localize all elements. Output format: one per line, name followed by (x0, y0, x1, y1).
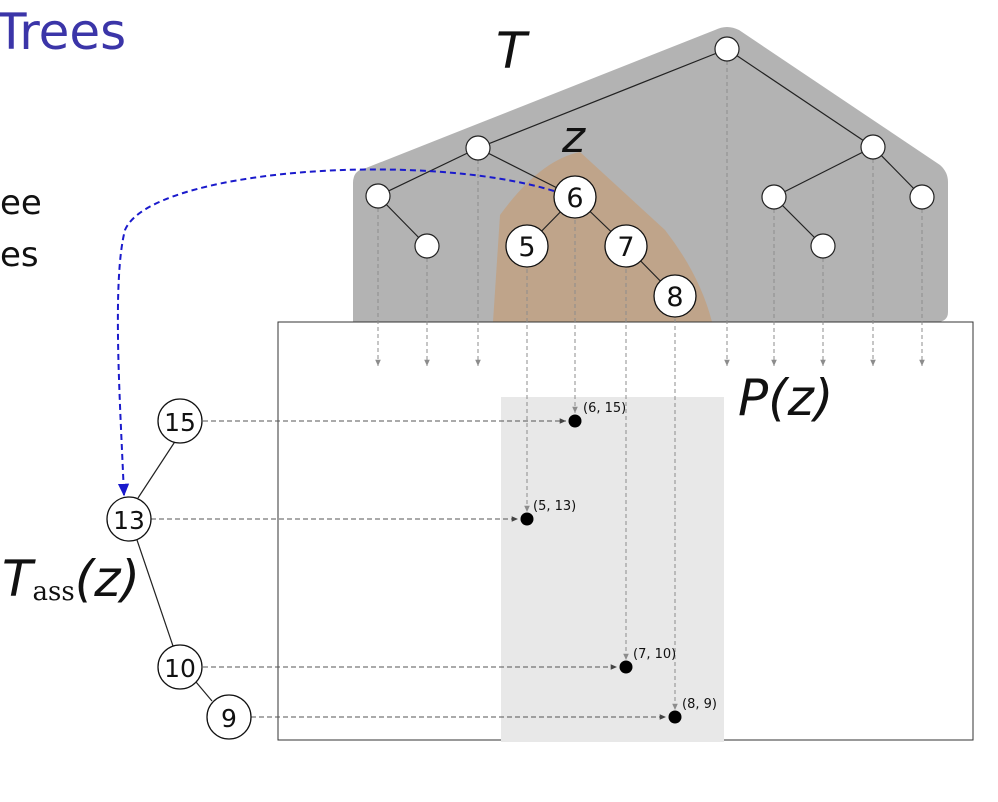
subtree-nodes: 6 5 7 8 (505, 175, 697, 318)
svg-text:8: 8 (666, 282, 683, 313)
query-strip (501, 397, 724, 742)
svg-text:6: 6 (566, 183, 583, 214)
tree-node (810, 233, 836, 259)
subtree-node-6: 6 (553, 175, 597, 219)
slide-title: Trees (0, 3, 127, 61)
tree-node (414, 233, 440, 259)
tree-node (909, 184, 935, 210)
svg-text:10: 10 (164, 654, 196, 683)
tree-node (365, 183, 391, 209)
point-5-13 (520, 512, 534, 526)
tree-node (714, 36, 740, 62)
points: (6, 15) (5, 13) (7, 10) (8, 9) (520, 401, 717, 724)
pointer-arrow (116, 168, 555, 497)
assoc-node-9: 9 (206, 694, 252, 740)
tree-node (465, 135, 491, 161)
point-6-15 (568, 414, 582, 428)
point-set-label: P(z) (738, 369, 833, 427)
assoc-node-15: 15 (157, 398, 203, 444)
assoc-guides (151, 418, 666, 720)
leaf-guides (375, 61, 925, 710)
point-label: (5, 13) (533, 499, 576, 514)
svg-text:9: 9 (221, 704, 237, 733)
svg-text:5: 5 (518, 232, 535, 263)
assoc-tree-label: Tass(z) (2, 550, 140, 608)
assoc-node-10: 10 (157, 644, 203, 690)
slide-text-line: es (0, 235, 39, 275)
tree-nodes (365, 36, 935, 259)
subtree-node-7: 7 (604, 224, 648, 268)
svg-text:15: 15 (164, 408, 196, 437)
tree-node (761, 184, 787, 210)
point-7-10 (619, 660, 633, 674)
subtree-node-8: 8 (653, 274, 697, 318)
assoc-nodes: 15 13 10 9 (106, 398, 252, 740)
point-label: (6, 15) (583, 401, 626, 416)
assoc-edges (136, 439, 213, 702)
tree-node (860, 134, 886, 160)
subtree-region (493, 152, 712, 322)
assoc-node-13: 13 (106, 496, 152, 542)
node-label: z (561, 112, 586, 163)
point-8-9 (668, 710, 682, 724)
subtree-node-5: 5 (505, 224, 549, 268)
point-label: (8, 9) (682, 697, 717, 712)
slide-text-line: ee (0, 183, 42, 223)
tree-label: T (496, 22, 530, 80)
svg-text:7: 7 (617, 232, 634, 263)
svg-text:13: 13 (113, 506, 145, 535)
point-label: (7, 10) (633, 647, 676, 662)
